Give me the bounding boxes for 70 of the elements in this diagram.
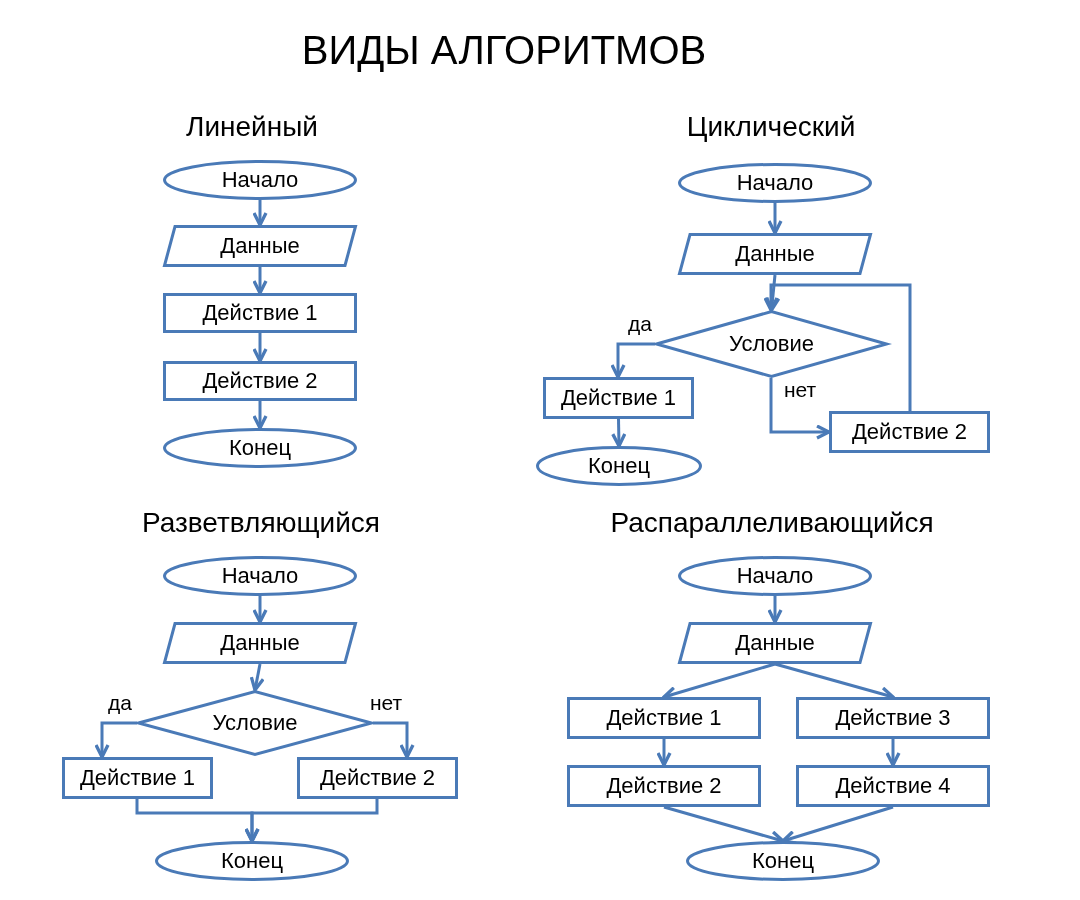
arrow	[767, 203, 783, 235]
node-label: Действие 2	[606, 773, 722, 799]
node-label: Начало	[221, 563, 299, 589]
terminal-oval	[163, 160, 357, 200]
arrow	[769, 378, 831, 440]
node-label: Начало	[221, 167, 299, 193]
node-label: Начало	[736, 170, 814, 196]
arrow	[252, 401, 268, 430]
arrow	[610, 342, 655, 379]
section-heading: Линейный	[186, 111, 318, 143]
arrow	[252, 596, 268, 624]
section-heading: Распараллеливающийся	[610, 507, 934, 539]
terminal-oval	[163, 428, 357, 468]
node-label: Конец	[220, 848, 283, 874]
process-box	[163, 293, 357, 333]
process-box	[829, 411, 990, 453]
process-box	[796, 697, 990, 739]
node-label: Действие 2	[319, 765, 436, 791]
terminal-oval	[155, 841, 349, 881]
terminal-oval	[163, 556, 357, 596]
node-label: Действие 1	[606, 705, 722, 731]
data-parallelogram	[678, 622, 872, 664]
process-box	[796, 765, 990, 807]
section-heading: Циклический	[686, 111, 856, 143]
arrow	[656, 739, 672, 767]
node-label: Данные	[220, 233, 300, 259]
node-label: Конец	[228, 435, 291, 461]
data-parallelogram	[678, 233, 872, 275]
process-box	[163, 361, 357, 401]
arrow	[252, 333, 268, 363]
arrow	[765, 274, 781, 312]
node-label: Условие	[212, 710, 298, 736]
process-box	[543, 377, 694, 419]
section-heading: Разветвляющийся	[141, 507, 381, 539]
terminal-oval	[686, 841, 880, 881]
node-label: Действие 1	[202, 300, 318, 326]
node-label: Действие 3	[835, 705, 951, 731]
node-label: Данные	[220, 630, 300, 656]
node-label: Действие 1	[560, 385, 677, 411]
node-label: Действие 1	[79, 765, 196, 791]
diagram-title: ВИДЫ АЛГОРИТМОВ	[301, 27, 707, 73]
node-label: Конец	[587, 453, 650, 479]
decision-diamond	[137, 690, 373, 756]
node-label: Конец	[751, 848, 814, 874]
process-box	[297, 757, 458, 799]
node-label: Данные	[735, 241, 815, 267]
node-label: Действие 2	[851, 419, 968, 445]
process-box	[567, 697, 761, 739]
process-box	[567, 765, 761, 807]
terminal-oval	[678, 163, 872, 203]
node-label: Начало	[736, 563, 814, 589]
arrow	[885, 739, 901, 767]
arrow	[767, 596, 783, 624]
node-label: Условие	[728, 331, 814, 357]
arrow	[249, 663, 265, 692]
arrow	[252, 267, 268, 295]
arrow	[763, 283, 912, 411]
terminal-oval	[536, 446, 702, 486]
data-parallelogram	[163, 225, 357, 267]
arrow	[244, 799, 379, 843]
data-parallelogram	[163, 622, 357, 664]
arrow	[611, 418, 627, 448]
terminal-oval	[678, 556, 872, 596]
node-label: Действие 2	[202, 368, 318, 394]
node-label: Действие 4	[835, 773, 951, 799]
arrow	[373, 721, 415, 759]
process-box	[62, 757, 213, 799]
arrow	[252, 200, 268, 227]
arrow	[94, 721, 137, 759]
node-label: Данные	[735, 630, 815, 656]
